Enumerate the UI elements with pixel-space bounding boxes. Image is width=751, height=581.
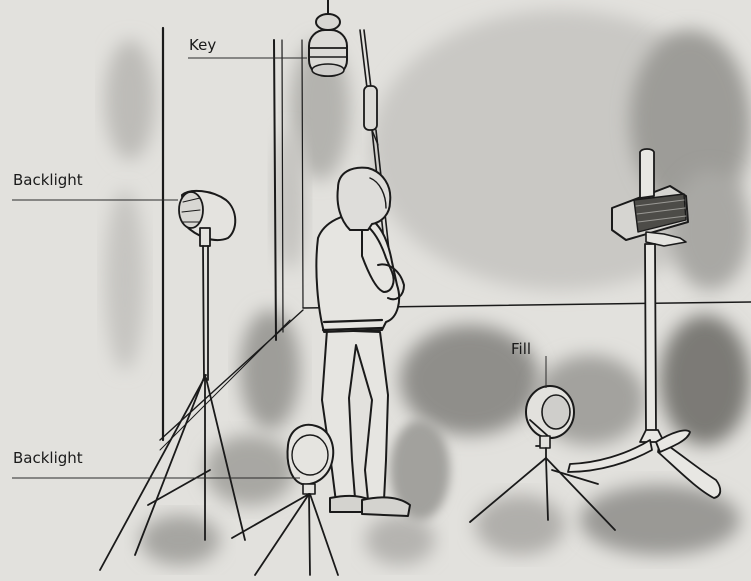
backlight-bottom-label: Backlight <box>13 449 83 467</box>
key-light-label: Key <box>189 36 216 54</box>
backlight-top-label: Backlight <box>13 171 83 189</box>
fill-light-label: Fill <box>511 340 531 358</box>
